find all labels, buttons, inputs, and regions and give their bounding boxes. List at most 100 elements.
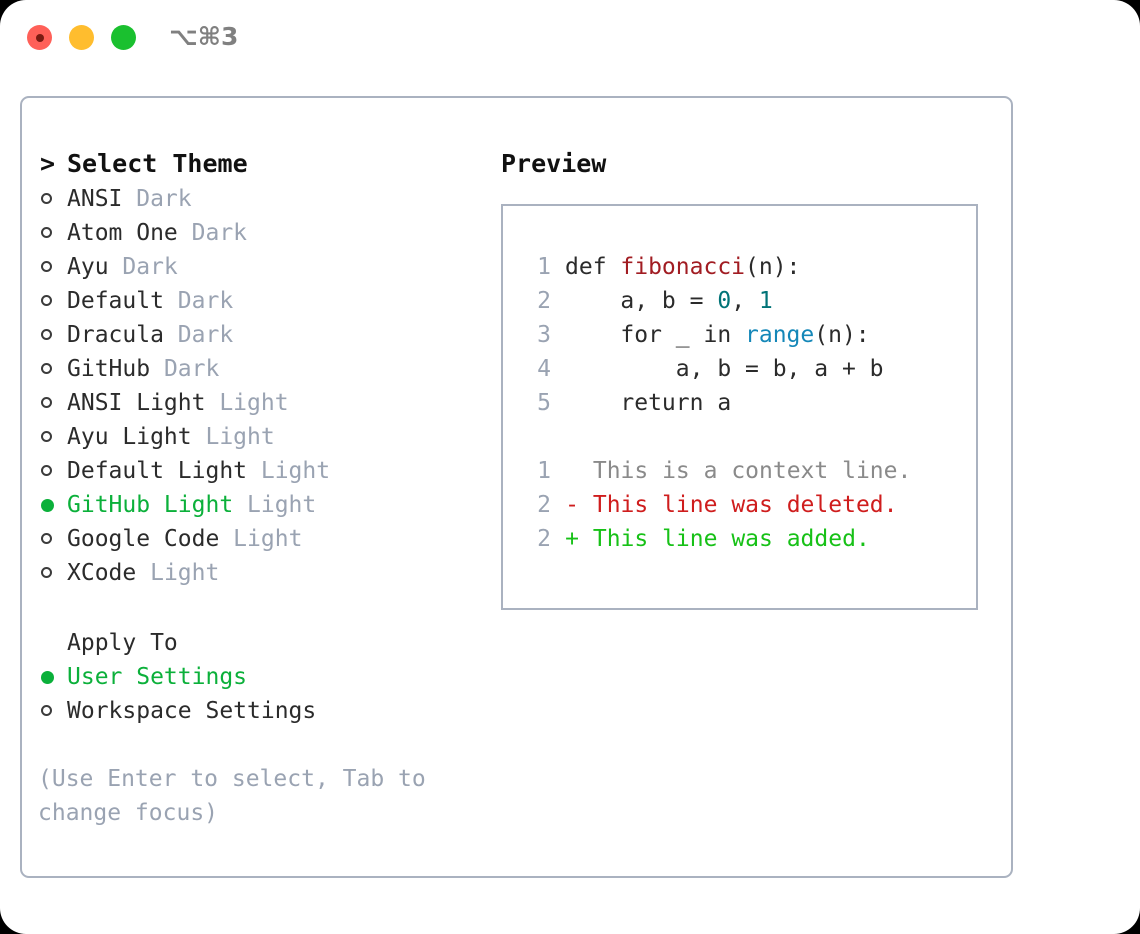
theme-name: Ayu Light xyxy=(67,424,192,450)
radio-unselected-icon[interactable] xyxy=(41,567,52,578)
code-diff-spacer xyxy=(503,420,976,454)
traffic-light-buttons xyxy=(27,25,136,50)
code-token-plain: return a xyxy=(620,390,732,416)
theme-name: GitHub xyxy=(67,356,151,382)
code-token-plain: a, b = b, a + b xyxy=(675,356,884,382)
code-token-plain: def xyxy=(565,254,621,280)
theme-list-item[interactable]: Default Light Light xyxy=(38,454,498,488)
diff-line-text: + This line was added. xyxy=(551,526,870,552)
diff-line-text: - This line was deleted. xyxy=(551,492,898,518)
diff-marker-added: + xyxy=(565,526,579,552)
theme-variant-label: Light xyxy=(205,390,289,416)
radio-unselected-icon[interactable] xyxy=(41,363,52,374)
radio-unselected-icon[interactable] xyxy=(41,295,52,306)
radio-unselected-icon[interactable] xyxy=(41,533,52,544)
theme-list-item[interactable]: Ayu Light Light xyxy=(38,420,498,454)
minimize-button-icon[interactable] xyxy=(69,25,94,50)
theme-name: GitHub Light xyxy=(67,492,234,518)
theme-name: ANSI xyxy=(67,186,123,212)
radio-unselected-icon[interactable] xyxy=(41,431,52,442)
theme-variant-label: Dark xyxy=(163,322,234,348)
code-token-plain: for _ in xyxy=(620,322,746,348)
code-token-func: fibonacci xyxy=(620,254,746,280)
code-line: 4 a, b = b, a + b xyxy=(503,352,976,386)
code-line-number: 3 xyxy=(537,322,551,348)
hint-spacer xyxy=(38,728,498,762)
theme-name: Default xyxy=(67,288,164,314)
theme-list-item[interactable]: XCode Light xyxy=(38,556,498,590)
diff-marker-context xyxy=(565,454,579,488)
theme-list-item[interactable]: Atom One Dark xyxy=(38,216,498,250)
diff-text: This line was deleted. xyxy=(579,492,898,518)
code-line-number: 1 xyxy=(537,254,551,280)
theme-item-label: XCode Light xyxy=(67,556,219,590)
theme-item-label: GitHub Dark xyxy=(67,352,219,386)
theme-list-item[interactable]: Google Code Light xyxy=(38,522,498,556)
theme-variant-label: Dark xyxy=(108,254,178,280)
diff-line-number: 2 xyxy=(537,492,551,518)
theme-list-item[interactable]: Dracula Dark xyxy=(38,318,498,352)
code-line: 2 a, b = 0, 1 xyxy=(503,284,976,318)
theme-item-label: Ayu Dark xyxy=(67,250,178,284)
radio-unselected-icon[interactable] xyxy=(41,227,52,238)
diff-sample: 1 This is a context line.2- This line wa… xyxy=(503,454,976,556)
keyboard-shortcut-label: ⌥⌘3 xyxy=(169,22,239,51)
theme-name: Default Light xyxy=(67,458,248,484)
theme-list-item[interactable]: GitHub Light Light xyxy=(38,488,498,522)
radio-unselected-icon[interactable] xyxy=(41,261,52,272)
apply-to-item[interactable]: User Settings xyxy=(38,660,498,694)
diff-line-text: This is a context line. xyxy=(551,458,912,484)
code-token-num: 1 xyxy=(758,288,773,314)
radio-unselected-icon[interactable] xyxy=(41,329,52,340)
theme-name: Atom One xyxy=(67,220,178,246)
radio-unselected-icon[interactable] xyxy=(41,397,52,408)
code-line-text: for _ in range(n): xyxy=(551,322,869,348)
apply-to-item[interactable]: Workspace Settings xyxy=(38,694,498,728)
theme-list-item[interactable]: GitHub Dark xyxy=(38,352,498,386)
select-theme-heading: > Select Theme xyxy=(38,146,498,182)
apply-to-item-label: User Settings xyxy=(67,664,248,690)
diff-line-number: 2 xyxy=(537,526,551,552)
theme-item-label: ANSI Dark xyxy=(67,182,192,216)
theme-name: Ayu xyxy=(67,254,109,280)
theme-list-item[interactable]: Ayu Dark xyxy=(38,250,498,284)
code-token-num: 0 xyxy=(717,288,732,314)
code-token-plain: a, b = xyxy=(620,288,718,314)
code-line-text: return a xyxy=(551,390,731,416)
theme-name: XCode xyxy=(67,560,137,586)
maximize-button-icon[interactable] xyxy=(111,25,136,50)
radio-selected-icon[interactable] xyxy=(41,671,54,684)
code-line: 5 return a xyxy=(503,386,976,420)
theme-item-label: Google Code Light xyxy=(67,522,302,556)
theme-variant-label: Dark xyxy=(150,356,220,382)
theme-name: ANSI Light xyxy=(67,390,206,416)
theme-list-item[interactable]: ANSI Light Light xyxy=(38,386,498,420)
theme-variant-label: Light xyxy=(233,492,317,518)
theme-name: Dracula xyxy=(67,322,164,348)
radio-unselected-icon[interactable] xyxy=(41,465,52,476)
code-line-number: 5 xyxy=(537,390,551,416)
close-button-icon[interactable] xyxy=(27,25,52,50)
section-spacer xyxy=(38,590,498,626)
theme-variant-label: Dark xyxy=(122,186,192,212)
theme-item-label: Atom One Dark xyxy=(67,216,247,250)
apply-to-item-label: Workspace Settings xyxy=(67,698,317,724)
radio-selected-icon[interactable] xyxy=(41,499,54,512)
theme-variant-label: Light xyxy=(191,424,275,450)
theme-item-label: Ayu Light Light xyxy=(67,420,275,454)
theme-list-item[interactable]: Default Dark xyxy=(38,284,498,318)
keyboard-hint-text: (Use Enter to select, Tab to change focu… xyxy=(38,766,426,826)
radio-unselected-icon[interactable] xyxy=(41,193,52,204)
code-line-number: 2 xyxy=(537,288,551,314)
apply-to-heading: Apply To xyxy=(67,630,178,656)
theme-variant-label: Light xyxy=(219,526,303,552)
theme-name: Google Code xyxy=(67,526,220,552)
diff-text: This is a context line. xyxy=(579,458,912,484)
theme-list-item[interactable]: ANSI Dark xyxy=(38,182,498,216)
radio-unselected-icon[interactable] xyxy=(41,705,52,716)
